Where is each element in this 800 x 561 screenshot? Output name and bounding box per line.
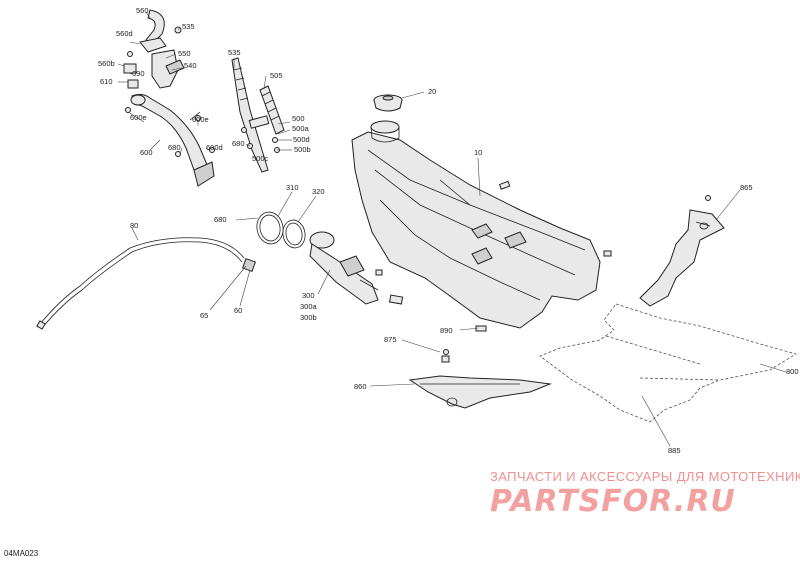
callout-690: 690	[132, 69, 145, 78]
callout-865: 865	[740, 183, 753, 192]
callout-600e-b: 600e	[192, 115, 209, 124]
callout-10: 10	[474, 148, 482, 157]
callout-505: 505	[270, 71, 283, 80]
callout-550: 550	[178, 49, 191, 58]
watermark-tagline: ЗАПЧАСТИ И АКСЕССУАРЫ ДЛЯ МОТОТЕХНИКИ	[490, 469, 800, 484]
callout-310: 310	[286, 183, 299, 192]
callout-560d: 560d	[116, 29, 133, 38]
callout-20: 20	[428, 87, 436, 96]
callout-560: 560	[136, 6, 149, 15]
callout-875: 875	[384, 335, 397, 344]
callout-300: 300	[302, 291, 315, 300]
callout-890: 890	[440, 326, 453, 335]
fuel-cable	[36, 237, 257, 330]
watermark-logo: PARTSFOR.RU	[490, 484, 736, 519]
filler-neck-assembly	[123, 9, 185, 113]
heat-shield-upper	[639, 195, 725, 307]
callout-885: 885	[668, 446, 681, 455]
filler-hose	[130, 93, 215, 187]
callout-600: 600	[140, 148, 153, 157]
diagram-code: 04MA023	[4, 549, 39, 558]
vent-hose-assembly	[231, 57, 285, 173]
callout-65: 65	[200, 311, 208, 320]
callout-500: 500	[292, 114, 305, 123]
callout-labels: 560 535 560d 550 560b 540 690 610 600e 6…	[98, 6, 799, 455]
callout-300b: 300b	[300, 313, 317, 322]
fuel-pump	[309, 231, 404, 305]
callout-800: 800	[786, 367, 799, 376]
callout-500c: 500c	[252, 154, 269, 163]
gaskets	[256, 211, 306, 249]
callout-680-b: 680	[232, 139, 245, 148]
fuel-tank	[351, 120, 612, 329]
callout-500b: 500b	[294, 145, 311, 154]
callout-600d: 600d	[206, 143, 223, 152]
watermark: ЗАПЧАСТИ И АКСЕССУАРЫ ДЛЯ МОТОТЕХНИКИ PA…	[490, 469, 800, 519]
insulation-mat	[539, 303, 797, 423]
callout-320: 320	[312, 187, 325, 196]
callout-535-b: 535	[228, 48, 241, 57]
callout-535: 535	[182, 22, 195, 31]
callout-680-c: 680	[214, 215, 227, 224]
callout-80: 80	[130, 221, 138, 230]
callout-300a: 300a	[300, 302, 318, 311]
callout-680-a: 680	[168, 143, 181, 152]
callout-500a: 500a	[292, 124, 310, 133]
callout-500d: 500d	[293, 135, 310, 144]
callout-540: 540	[184, 61, 197, 70]
callout-860: 860	[354, 382, 367, 391]
fuel-cap	[373, 94, 403, 112]
callout-610: 610	[100, 77, 113, 86]
heat-shield-lower	[408, 325, 552, 409]
callout-600e-a: 600e	[130, 113, 147, 122]
leader-lines	[117, 11, 787, 447]
callout-60: 60	[234, 306, 242, 315]
callout-560b: 560b	[98, 59, 115, 68]
